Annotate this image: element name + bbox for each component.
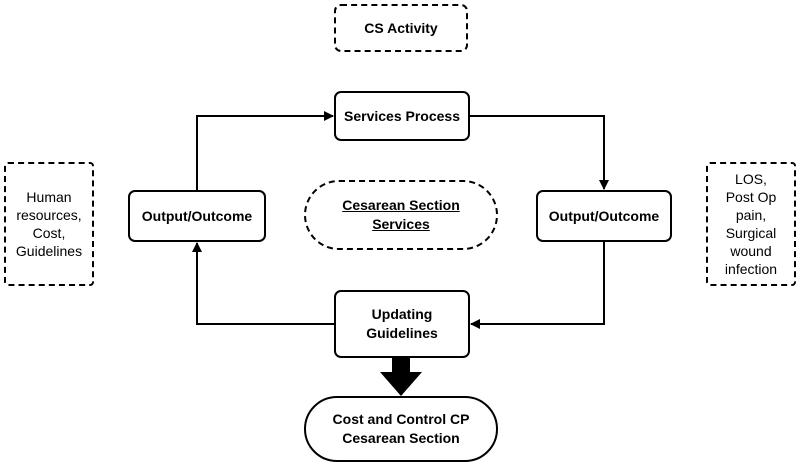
output-outcome-left-box: Output/Outcome xyxy=(128,190,266,242)
arrow-guidelines-to-output xyxy=(192,242,334,325)
updating-guidelines-box: Updating Guidelines xyxy=(334,290,470,358)
services-process-box: Services Process xyxy=(334,91,470,141)
outcomes-box: LOS, Post Op pain, Surgical wound infect… xyxy=(706,162,796,286)
output-outcome-right-label: Output/Outcome xyxy=(548,207,660,224)
arrow-services-to-output xyxy=(470,115,609,190)
services-process-label: Services Process xyxy=(344,107,460,124)
inputs-label: Human resources, Cost, Guidelines xyxy=(15,189,83,259)
output-outcome-left-label: Output/Outcome xyxy=(141,207,253,224)
cost-control-cp-label: Cost and Control CP Cesarean Section xyxy=(332,411,470,446)
cesarean-section-services-box: Cesarean Section Services xyxy=(304,180,498,250)
cs-activity-label: CS Activity xyxy=(364,19,438,36)
inputs-box: Human resources, Cost, Guidelines xyxy=(4,162,94,286)
cesarean-section-services-label: Cesarean Section Services xyxy=(342,197,460,232)
cs-activity-box: CS Activity xyxy=(334,4,468,52)
outcomes-label: LOS, Post Op pain, Surgical wound infect… xyxy=(724,171,778,277)
cost-control-cp-box: Cost and Control CP Cesarean Section xyxy=(304,396,498,462)
updating-guidelines-label: Updating Guidelines xyxy=(366,306,438,341)
output-outcome-right-box: Output/Outcome xyxy=(536,190,672,242)
arrow-output-to-guidelines xyxy=(470,242,605,329)
arrow-output-to-services xyxy=(196,111,334,190)
block-arrow-down xyxy=(380,358,422,396)
